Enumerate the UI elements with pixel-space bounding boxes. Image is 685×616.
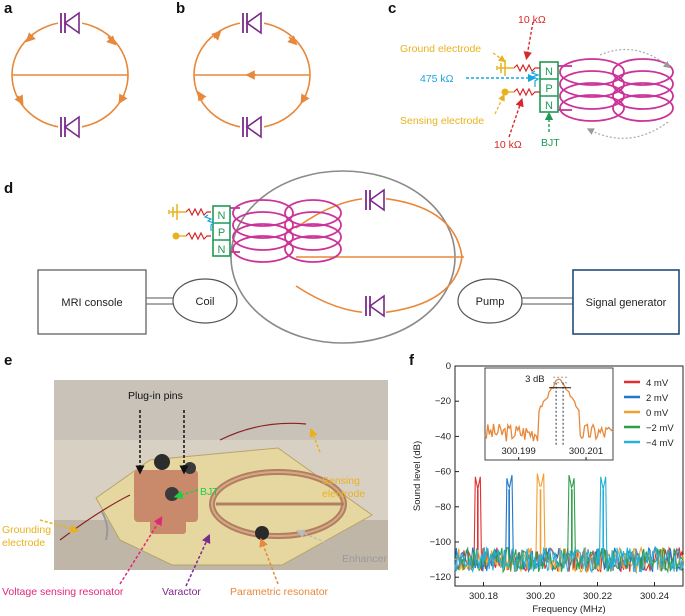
x-tick-label: 300.24	[640, 591, 669, 602]
signal-generator-box	[572, 269, 680, 335]
series-line-4	[454, 476, 684, 574]
panel-a-circuit	[11, 11, 129, 139]
coil-stack	[230, 199, 342, 263]
npn-p: P	[218, 227, 225, 239]
x-tick-label: 300.22	[583, 591, 612, 602]
inset-tick-label: 300.199	[502, 446, 536, 457]
label-plug-in-pins: Plug-in pins	[128, 390, 183, 402]
inset-line	[484, 378, 614, 442]
legend-label: −4 mV	[646, 438, 674, 449]
coil-label: Coil	[196, 296, 215, 308]
panel-letter-d: d	[4, 180, 13, 197]
panel-d-diagram: N P N MRI console Coil Pump Signal gen	[37, 170, 680, 344]
label-parametric-resonator: Parametric resonator	[230, 586, 329, 598]
label-ground-electrode: Ground electrode	[400, 43, 481, 55]
mri-console-box	[37, 269, 147, 335]
chart-xlabel: Frequency (MHz)	[532, 604, 605, 615]
coil-stack	[558, 58, 674, 122]
panel-b-circuit	[193, 11, 311, 139]
legend-label: 4 mV	[646, 378, 669, 389]
ground-icon	[168, 204, 186, 220]
x-tick-label: 300.20	[526, 591, 555, 602]
bjt-npn: N P N	[212, 205, 231, 257]
panel-letter-e: e	[4, 352, 12, 369]
panel-letter-c: c	[388, 0, 396, 17]
label-10k-bottom: 10 kΩ	[494, 139, 522, 151]
panel-letter-a: a	[4, 0, 13, 17]
label-varactor: Varactor	[162, 586, 201, 598]
y-tick-label: −120	[430, 572, 451, 583]
panel-letter-f: f	[409, 352, 415, 369]
pump-label: Pump	[476, 296, 505, 308]
y-tick-label: −40	[435, 431, 451, 442]
chart-sound-level: 0 −20 −40 −60 −80 −100 −120 300.18 300.20 300.22…	[412, 361, 684, 615]
y-tick-label: −20	[435, 396, 451, 407]
legend-label: −2 mV	[646, 423, 674, 434]
varactor-icon	[58, 11, 82, 35]
x-tick-label: 300.18	[469, 591, 498, 602]
npn-n-bottom: N	[218, 244, 226, 256]
y-tick-label: 0	[446, 361, 451, 372]
label-enhancer: Enhancer	[342, 553, 387, 565]
npn-n-top: N	[218, 210, 226, 222]
legend-label: 2 mV	[646, 393, 669, 404]
ground-icon	[496, 60, 514, 76]
pump-ellipse	[457, 278, 523, 324]
y-tick-label: −80	[435, 502, 451, 513]
varactor-icon	[58, 115, 82, 139]
chart-ylabel: Sound level (dB)	[412, 441, 423, 511]
label-475k: 475 kΩ	[420, 73, 454, 85]
y-tick-label: −60	[435, 467, 451, 478]
y-tick-label: −100	[430, 537, 451, 548]
series-line-3	[454, 474, 684, 574]
inset-frame	[484, 367, 614, 461]
npn-n-top: N	[545, 66, 553, 78]
varactor-icon	[362, 188, 386, 212]
label-bjt-photo: BJT	[200, 486, 219, 498]
inset-3db-label: 3 dB	[525, 374, 545, 385]
chart-legend: 4 mV 2 mV 0 mV −2 mV −4 mV	[624, 378, 674, 449]
coil-ellipse	[172, 278, 238, 324]
signal-generator-label: Signal generator	[586, 297, 667, 309]
bjt-npn: N P N	[539, 61, 559, 113]
legend-label: 0 mV	[646, 408, 669, 419]
panel-letter-b: b	[176, 0, 185, 17]
varactor-icon	[240, 11, 264, 35]
chart-frame	[454, 365, 684, 587]
label-sensing-electrode: Sensing electrode	[400, 115, 484, 127]
inset-tick-label: 300.201	[569, 446, 603, 457]
label-voltage-sensing-resonator: Voltage sensing resonator	[2, 586, 124, 598]
label-bjt: BJT	[541, 137, 560, 149]
npn-p: P	[545, 83, 552, 95]
varactor-icon	[362, 294, 386, 318]
varactor-icon	[240, 115, 264, 139]
panel-c-circuit: N P N 10 kΩ Ground electrode 475 kΩ Sens…	[400, 14, 674, 151]
mri-console-label: MRI console	[61, 297, 122, 309]
npn-n-bottom: N	[545, 100, 553, 112]
label-10k-top: 10 kΩ	[518, 14, 546, 26]
